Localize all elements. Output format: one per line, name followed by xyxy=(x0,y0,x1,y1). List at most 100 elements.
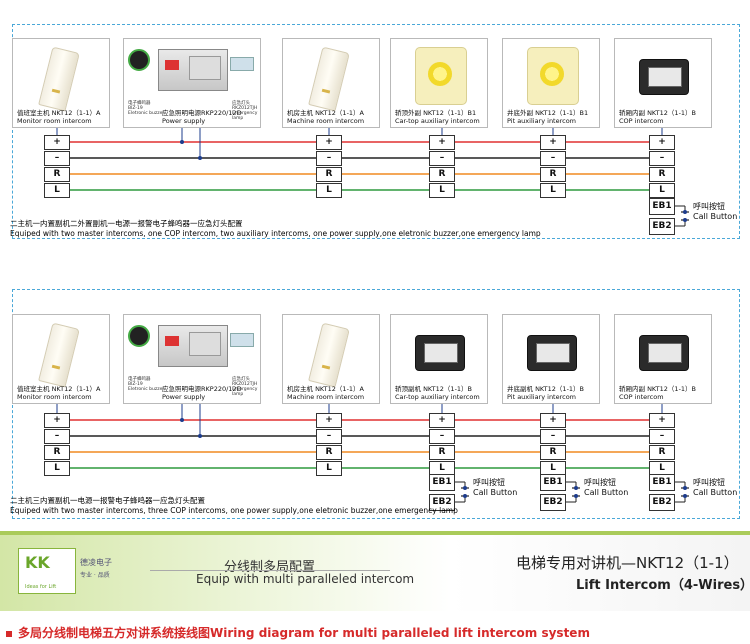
yellow-intercom-image xyxy=(415,47,467,105)
call-button-label-en: Call Button xyxy=(473,488,518,497)
terminal-plus: + xyxy=(429,135,455,150)
device-label-cn: 值班室主机 NKT12（1-1）A xyxy=(17,385,101,393)
terminal-l: L xyxy=(540,183,566,198)
terminal-r: R xyxy=(429,167,455,182)
terminal-plus: + xyxy=(316,413,342,428)
emergency-lamp-image xyxy=(230,57,254,71)
wall-intercom-image xyxy=(308,46,350,112)
banner-accent-bar xyxy=(0,531,750,535)
device-label-en: Pit auxiliary intercom xyxy=(507,117,577,125)
call-button-dot xyxy=(683,210,687,214)
bullet-icon xyxy=(6,630,12,637)
device-label-en: COP intercom xyxy=(619,393,664,401)
terminal-r: R xyxy=(429,445,455,460)
subtitle-divider xyxy=(150,570,390,571)
buzzer-label-en: Eletronic buzzer xyxy=(128,111,165,116)
power-supply-image xyxy=(158,325,228,367)
diagram-2-caption-en: Equiped with two master intercoms, three… xyxy=(10,506,458,515)
terminal-l: L xyxy=(429,183,455,198)
terminal-plus: + xyxy=(540,413,566,428)
eb-terminal-eb1: EB1 xyxy=(540,474,566,491)
terminal-r: R xyxy=(649,167,675,182)
lamp-label-en: Emergency lamp xyxy=(232,111,258,121)
power-label-cn: 应急照明电源RKP220/12D xyxy=(162,385,242,393)
brand-name: 德凌电子 xyxy=(80,558,112,567)
device-label-en: Monitor room intercom xyxy=(17,117,92,125)
buzzer-label-cn: 电子蜂鸣器 xyxy=(128,377,151,382)
company-logo: KK Ideas for Lift xyxy=(18,548,76,594)
terminal-minus: – xyxy=(540,151,566,166)
buzzer-image xyxy=(128,325,150,347)
power-junction-dot xyxy=(198,434,202,438)
device-label-cn: 机房主机 NKT12（1-1）A xyxy=(287,385,364,393)
device-label-cn: 轿顶外副 NKT12（1-1）B1 xyxy=(395,109,477,117)
banner-subtitle-en: Equip with multi paralleled intercom xyxy=(196,572,415,586)
device-label-en: Monitor room intercom xyxy=(17,393,92,401)
device-label-cn: 轿厢内副 NKT12（1-1）B xyxy=(619,109,697,117)
device-label-en: Machine room intercom xyxy=(287,393,365,401)
buzzer-model: BIZ-19 xyxy=(128,382,143,387)
terminal-r: R xyxy=(540,167,566,182)
terminal-r: R xyxy=(316,445,342,460)
lamp-label-en: Emergency lamp xyxy=(232,387,258,397)
diagram-2-caption-cn: 二主机三内置副机一电源一报警电子蜂鸣器一应急灯头配置 xyxy=(10,496,205,505)
logo-mark: KK xyxy=(25,553,50,572)
terminal-plus: + xyxy=(429,413,455,428)
banner-title-cn: 电梯专用对讲机—NKT12（1-1） xyxy=(516,554,739,572)
call-button-label-cn: 呼叫按钮 xyxy=(584,478,616,487)
call-button-dot xyxy=(463,494,467,498)
eb-terminal-eb2: EB2 xyxy=(540,494,566,511)
eb-terminal-eb2: EB2 xyxy=(649,494,675,511)
device-label-cn: 机房主机 NKT12（1-1）A xyxy=(287,109,364,117)
terminal-l: L xyxy=(649,183,675,198)
buzzer-label-cn: 电子蜂鸣器 xyxy=(128,101,151,106)
terminal-l: L xyxy=(316,461,342,476)
terminal-plus: + xyxy=(316,135,342,150)
call-button-dot xyxy=(574,486,578,490)
call-button-dot xyxy=(463,486,467,490)
terminal-minus: – xyxy=(649,151,675,166)
black-intercom-image xyxy=(527,335,577,371)
buzzer-image xyxy=(128,49,150,71)
device-label-cn: 轿顶副机 NKT12（1-1）B xyxy=(395,385,473,393)
footer-caption: 多局分线制电梯五方对讲系统接线图Wiring diagram for multi… xyxy=(6,624,590,641)
terminal-minus: – xyxy=(540,429,566,444)
diagram-2-frame xyxy=(12,289,740,519)
terminal-r: R xyxy=(44,167,70,182)
eb-terminal-eb2: EB2 xyxy=(649,218,675,235)
power-label-cn: 应急照明电源RKP220/12D xyxy=(162,109,242,117)
wall-intercom-image xyxy=(38,46,80,112)
power-label-en: Power supply xyxy=(162,393,206,401)
product-banner xyxy=(0,531,750,611)
call-button-dot xyxy=(683,494,687,498)
power-junction-dot xyxy=(180,140,184,144)
black-intercom-image xyxy=(639,335,689,371)
power-junction-dot xyxy=(198,156,202,160)
terminal-minus: – xyxy=(316,429,342,444)
diagram-1-caption-cn: 二主机一内置副机二外置副机一电源一报警电子蜂鸣器一应急灯头配置 xyxy=(10,219,243,228)
diagram-1-wires xyxy=(56,128,689,227)
device-label-en: COP intercom xyxy=(619,117,664,125)
black-intercom-image xyxy=(415,335,465,371)
wall-intercom-image xyxy=(308,322,350,388)
terminal-plus: + xyxy=(44,135,70,150)
buzzer-label-en: Eletronic buzzer xyxy=(128,387,165,392)
call-button-dot xyxy=(683,486,687,490)
call-button-dot xyxy=(574,494,578,498)
logo-tagline: Ideas for Lift xyxy=(25,584,57,590)
terminal-minus: – xyxy=(649,429,675,444)
device-label-en: Car-top auxiliary intercom xyxy=(395,393,480,401)
call-button-label-cn: 呼叫按钮 xyxy=(473,478,505,487)
wall-intercom-image xyxy=(38,322,80,388)
terminal-minus: – xyxy=(316,151,342,166)
terminal-minus: – xyxy=(429,151,455,166)
